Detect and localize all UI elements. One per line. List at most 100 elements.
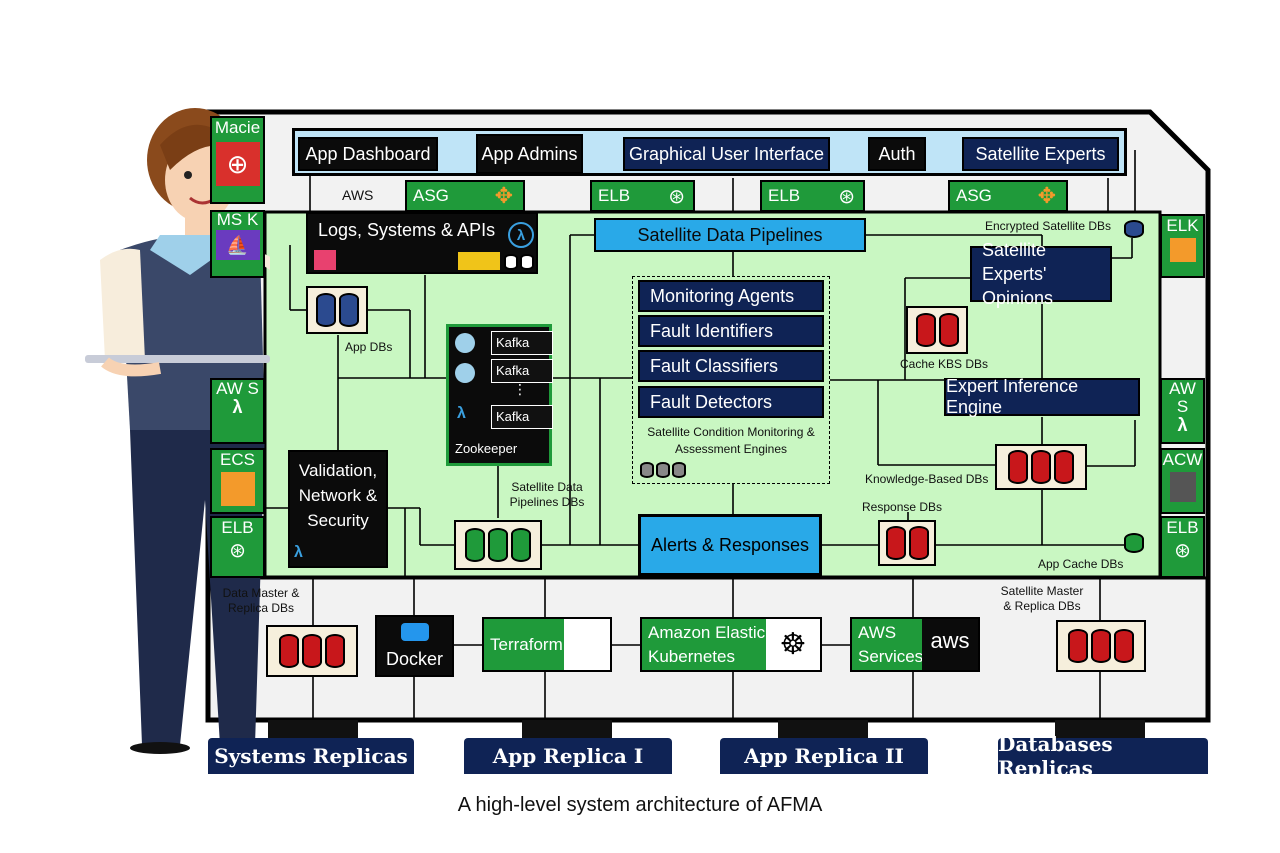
response-dbs-label: Response DBs (862, 500, 943, 514)
kb-dbs-box (995, 444, 1087, 490)
satellite-pipelines-box: Satellite Data Pipelines (594, 218, 866, 252)
cache-kbs-dbs-box (906, 306, 968, 354)
kafka-node-icon (455, 363, 475, 383)
fault-detectors-box: Fault Detectors (638, 386, 824, 418)
db-cylinder (1068, 629, 1088, 663)
pipelines-dbs-label: Satellite Data Pipelines DBs (509, 480, 585, 509)
db-cylinder (488, 528, 508, 562)
monitoring-agents-box: Monitoring Agents (638, 280, 824, 312)
eks-box: Amazon Elastic Kubernetes ☸ (640, 617, 822, 672)
cache-kbs-label: Cache KBS DBs (900, 357, 989, 371)
zookeeper-label: Zookeeper (455, 441, 518, 456)
aws-label: AWS (342, 187, 374, 203)
macie-tile: Macie ⊕ (210, 116, 265, 204)
encrypted-dbs-label: Encrypted Satellite DBs (985, 219, 1112, 233)
db-cylinder (1114, 629, 1134, 663)
asg-left-box: ASG ✥ (405, 180, 525, 212)
macie-icon: ⊕ (215, 142, 260, 186)
app-replica-2-label: App Replica II (720, 738, 928, 774)
db-cylinder (465, 528, 485, 562)
db-icon (672, 462, 686, 478)
lambda-icon: λ (457, 405, 466, 422)
db-cylinder (908, 526, 929, 560)
gui-box: Graphical User Interface (623, 137, 830, 171)
ecs-label: ECS (220, 450, 255, 469)
inference-engine-box: Expert Inference Engine (944, 376, 1140, 417)
db-cylinder (279, 634, 299, 668)
fault-identifiers-box: Fault Identifiers (638, 315, 824, 347)
validation-label: Validation, Network & Security (298, 461, 378, 530)
app-dbs-label: App DBs (345, 340, 393, 354)
kafka-item: Kafka (491, 405, 553, 429)
elk-label: ELK (1166, 216, 1199, 235)
aws-lambda-right-label: AW S (1169, 379, 1196, 416)
pipelines-dbs-box (454, 520, 542, 570)
elb-icon: ⊛ (1174, 540, 1191, 562)
asg-left-label: ASG (413, 186, 449, 205)
validation-box: Validation, Network & Security λ (288, 450, 388, 568)
sat-master-dbs-box (1056, 620, 1146, 672)
logs-systems-apis-box: Logs, Systems & APIs λ (306, 212, 538, 274)
satellite-experts-box: Satellite Experts (962, 137, 1119, 171)
terraform-label: Terraform (490, 634, 563, 654)
db-cylinder (915, 313, 936, 347)
cloudwatch-icon (1169, 472, 1196, 502)
kibana-icon (314, 250, 336, 270)
db-cylinder (1031, 450, 1051, 484)
terraform-box: Terraform (482, 617, 612, 672)
asg-icon: ✥ (494, 183, 513, 208)
kubernetes-icon: ☸ (766, 619, 820, 670)
db-cylinder (938, 313, 959, 347)
app-cache-db-icon (1124, 533, 1144, 553)
acw-tile: ACW (1160, 448, 1205, 514)
db-cylinder (1008, 450, 1028, 484)
docker-box: Docker (375, 615, 454, 677)
db-icon (656, 462, 670, 478)
expert-opinions-label: Satellite Experts' Opinions (982, 240, 1054, 308)
db-icon (640, 462, 654, 478)
elb-right-label: ELB (768, 186, 801, 205)
auth-box: Auth (868, 137, 926, 171)
msk-tile: MS K ⛵ (210, 210, 265, 278)
alerts-responses-box: Alerts & Responses (638, 514, 822, 576)
fault-classifiers-box: Fault Classifiers (638, 350, 824, 382)
ecs-tile: ECS (210, 448, 265, 514)
asg-right-label: ASG (956, 186, 992, 205)
msk-icon: ⛵ (215, 230, 260, 260)
elb-left-label: ELB (598, 186, 631, 205)
kafka-cluster-box: Kafka Kafka ⋮ Kafka λ Zookeeper (446, 324, 553, 466)
encrypted-db-icon (1124, 220, 1144, 238)
db-cylinder (511, 528, 531, 562)
elb-left-tile: ELB ⊛ (210, 516, 265, 578)
data-master-dbs-box (266, 625, 358, 677)
systems-replicas-label: Systems Replicas (208, 738, 414, 774)
db-cylinder (338, 293, 359, 327)
app-admins-box: App Admins (476, 134, 583, 174)
db-icon (504, 254, 518, 270)
aws-lambda-right-tile: AW S λ (1160, 378, 1205, 444)
app-cache-dbs-label: App Cache DBs (1038, 557, 1124, 571)
terraform-icon (564, 619, 610, 670)
db-cylinder (885, 526, 906, 560)
sat-master-label: Satellite Master & Replica DBs (1000, 584, 1084, 613)
databases-replicas-label: Databases Replicas (998, 732, 1208, 780)
aws-lambda-left-tile: AW S λ (210, 378, 265, 444)
app-dashboard-box: App Dashboard (298, 137, 438, 171)
lambda-icon: λ (508, 222, 534, 248)
logs-label: Logs, Systems & APIs (318, 220, 496, 240)
scm-label: Satellite Condition Monitoring & Assessm… (647, 425, 815, 456)
elk-tile: ELK (1160, 214, 1205, 278)
elb-right-tile: ELB ⊛ (1160, 516, 1205, 578)
kb-dbs-label: Knowledge-Based DBs (865, 472, 989, 486)
aws-lambda-left-label: AW S (216, 379, 259, 398)
asg-icon: ✥ (1037, 183, 1056, 208)
app-replica-1-label: App Replica I (464, 738, 672, 774)
aws-services-label: AWS Services (858, 622, 924, 666)
eks-label: Amazon Elastic Kubernetes (648, 622, 766, 666)
data-master-label: Data Master & Replica DBs (222, 586, 300, 615)
msk-label: MS K (216, 210, 259, 229)
elb-icon: ⊛ (668, 185, 685, 208)
db-cylinder (1054, 450, 1074, 484)
docker-whale-icon (401, 623, 429, 641)
elb-icon: ⊛ (838, 185, 855, 208)
